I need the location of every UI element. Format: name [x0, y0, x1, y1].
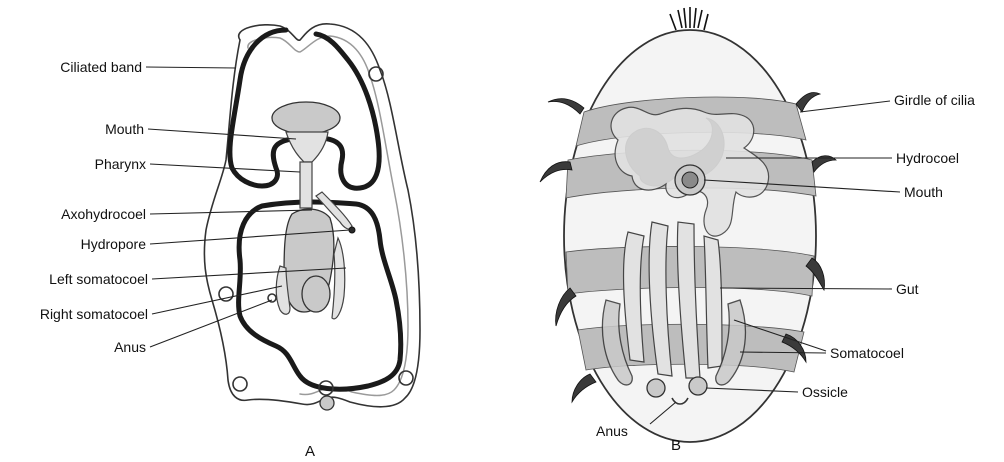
label-ciliated-band: Ciliated band [60, 59, 142, 75]
cilium-hook-1 [548, 99, 584, 114]
cilium-hook-2 [796, 92, 820, 112]
label-axohydrocoel: Axohydrocoel [61, 206, 146, 222]
label-pharynx: Pharynx [95, 156, 146, 172]
leader-right-somatocoel [152, 286, 282, 314]
lappet-bottom-left [233, 377, 247, 391]
larva-a-pharynx [286, 132, 328, 162]
larva-b-mouth-inner [682, 172, 698, 188]
label-hydropore: Hydropore [81, 236, 147, 252]
label-ossicle: Ossicle [802, 384, 848, 400]
larva-b-ossicle-right [689, 377, 707, 395]
leader-girdle-of-cilia [800, 101, 890, 112]
larva-a-intestine [302, 276, 330, 312]
label-mouth-b: Mouth [904, 184, 943, 200]
label-hydrocoel: Hydrocoel [896, 150, 959, 166]
label-right-somatocoel: Right somatocoel [40, 306, 148, 322]
leader-anus-a [150, 300, 272, 347]
larva-a-oesophagus [300, 162, 312, 208]
leader-axohydrocoel [150, 210, 312, 214]
label-gut: Gut [896, 281, 919, 297]
leader-mouth-a [148, 129, 296, 139]
larva-a-mouth [272, 102, 340, 134]
label-anus-b: Anus [596, 423, 628, 439]
figure-a-larva: Ciliated band Mouth Pharynx Axohydrocoel… [40, 24, 420, 460]
caption-a: A [305, 443, 315, 460]
leader-ciliated-band [146, 67, 236, 68]
larva-b-ossicle-left [647, 379, 665, 397]
cilium-hook-7 [572, 374, 596, 402]
label-left-somatocoel: Left somatocoel [49, 271, 148, 287]
label-mouth-a: Mouth [105, 121, 144, 137]
label-girdle-of-cilia: Girdle of cilia [894, 92, 975, 108]
label-somatocoel: Somatocoel [830, 345, 904, 361]
caption-b: B [671, 437, 681, 454]
apical-tuft [670, 7, 708, 30]
label-anus-a: Anus [114, 339, 146, 355]
posterior-knob-lower [320, 396, 334, 410]
figure-b-larva: Girdle of cilia Hydrocoel Mouth Gut Soma… [540, 7, 975, 454]
